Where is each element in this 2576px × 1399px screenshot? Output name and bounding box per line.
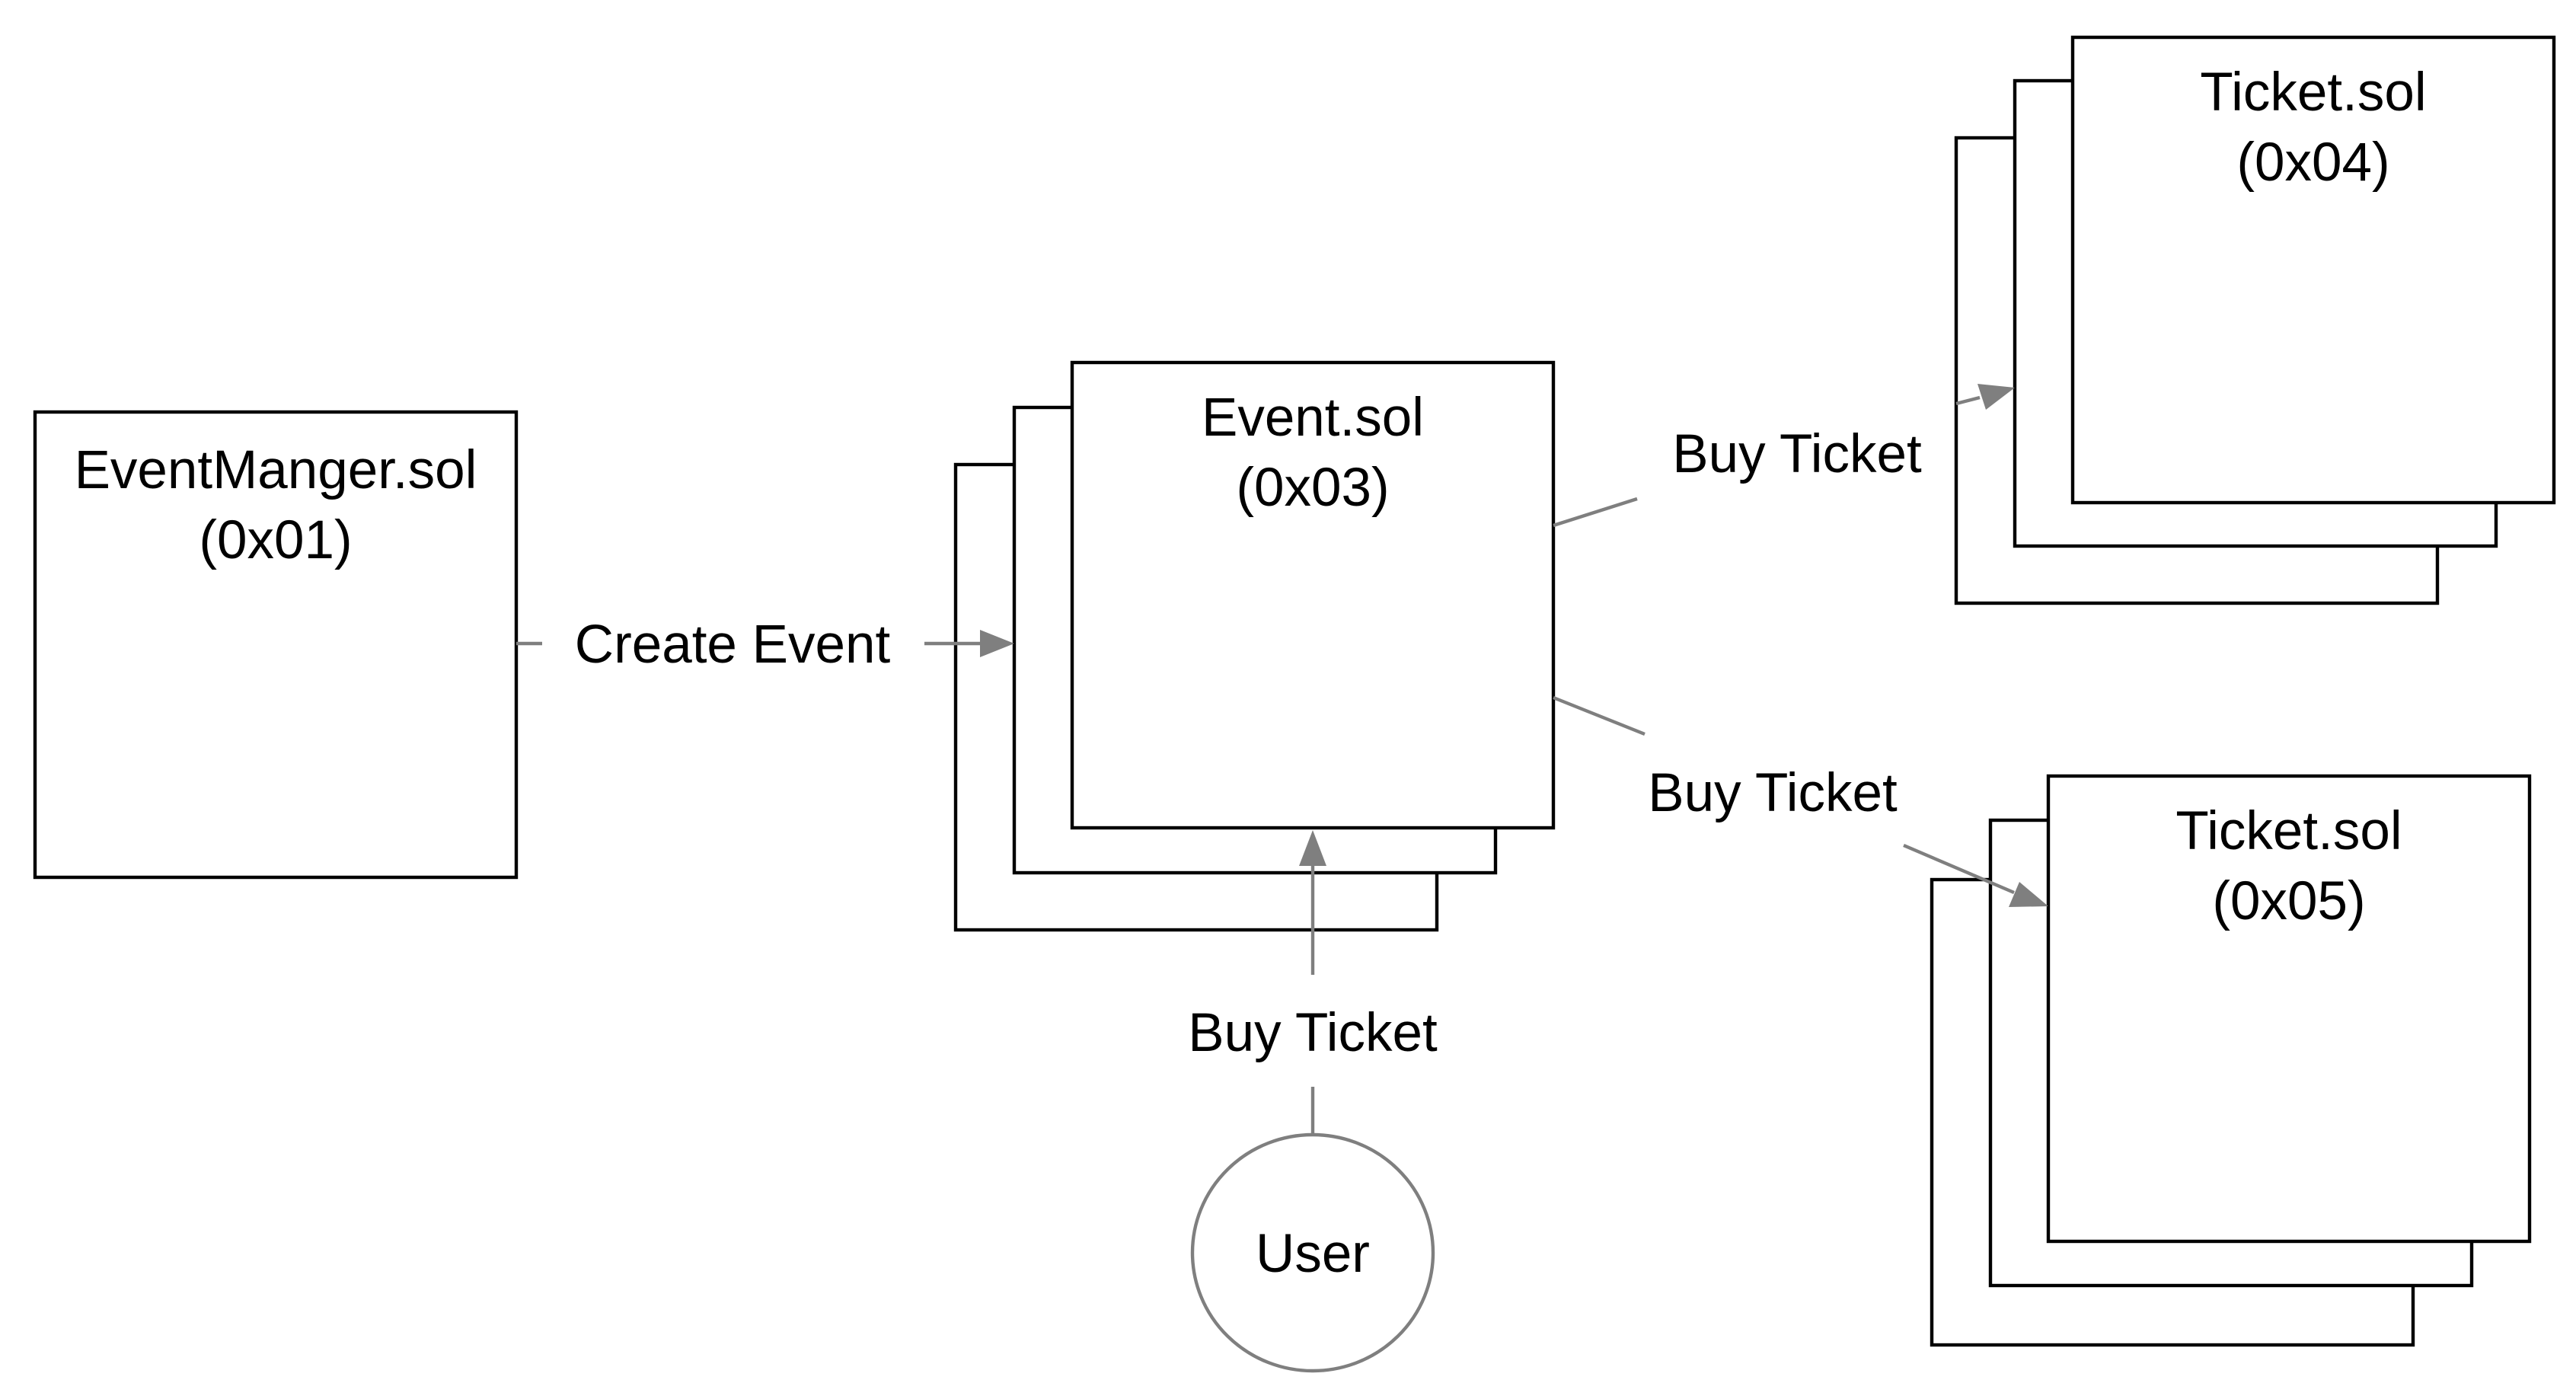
edge-buy-ticket-a-line-start xyxy=(1553,497,1638,528)
edge-buy-ticket-b-arrowhead xyxy=(2009,882,2048,907)
event-manager-name: EventManger.sol xyxy=(75,440,477,500)
edge-buy-ticket-a-arrowhead xyxy=(1977,384,2015,410)
user-label: User xyxy=(1256,1224,1370,1284)
ticket-node-b-stack: Ticket.sol (0x05) xyxy=(1930,774,2532,1347)
edge-buy-ticket-a-line-end xyxy=(1955,395,1981,406)
edge-buy-ticket-b: Buy Ticket xyxy=(1553,695,2048,907)
event-node-stack: Event.sol (0x03) xyxy=(953,360,1556,932)
event-name: Event.sol xyxy=(1202,388,1424,448)
edge-buy-ticket-b-line-start xyxy=(1553,695,1646,736)
ticket-b-stack-front-box xyxy=(2046,774,2532,1244)
edge-buy-ticket-b-line-end xyxy=(1903,843,2015,895)
edge-create-event-arrowhead xyxy=(980,630,1014,657)
edge-buy-ticket-b-label: Buy Ticket xyxy=(1648,763,1898,823)
ticket-node-a-stack: Ticket.sol (0x04) xyxy=(1954,35,2556,605)
event-address: (0x03) xyxy=(1236,458,1389,518)
edge-create-event-label: Create Event xyxy=(575,615,891,675)
edge-buy-ticket-user-arrowhead xyxy=(1299,830,1326,866)
event-manager-box xyxy=(33,410,519,880)
event-manager-node: EventManger.sol (0x01) xyxy=(33,410,519,880)
ticket-b-name: Ticket.sol xyxy=(2175,801,2402,861)
edge-buy-ticket-user-label: Buy Ticket xyxy=(1188,1003,1438,1063)
ticket-a-address: (0x04) xyxy=(2236,133,2389,193)
ticket-b-address: (0x05) xyxy=(2212,871,2365,931)
event-manager-address: (0x01) xyxy=(199,510,352,570)
edge-create-event: Create Event xyxy=(516,615,1014,675)
ticket-a-stack-front-box xyxy=(2070,35,2556,505)
user-node: User xyxy=(1190,1132,1435,1373)
edge-buy-ticket-user: Buy Ticket xyxy=(1188,830,1438,1135)
edge-buy-ticket-a: Buy Ticket xyxy=(1553,384,2015,528)
edge-buy-ticket-a-label: Buy Ticket xyxy=(1672,424,1922,484)
ticket-a-name: Ticket.sol xyxy=(2200,62,2426,123)
event-stack-front-box xyxy=(1070,360,1556,830)
